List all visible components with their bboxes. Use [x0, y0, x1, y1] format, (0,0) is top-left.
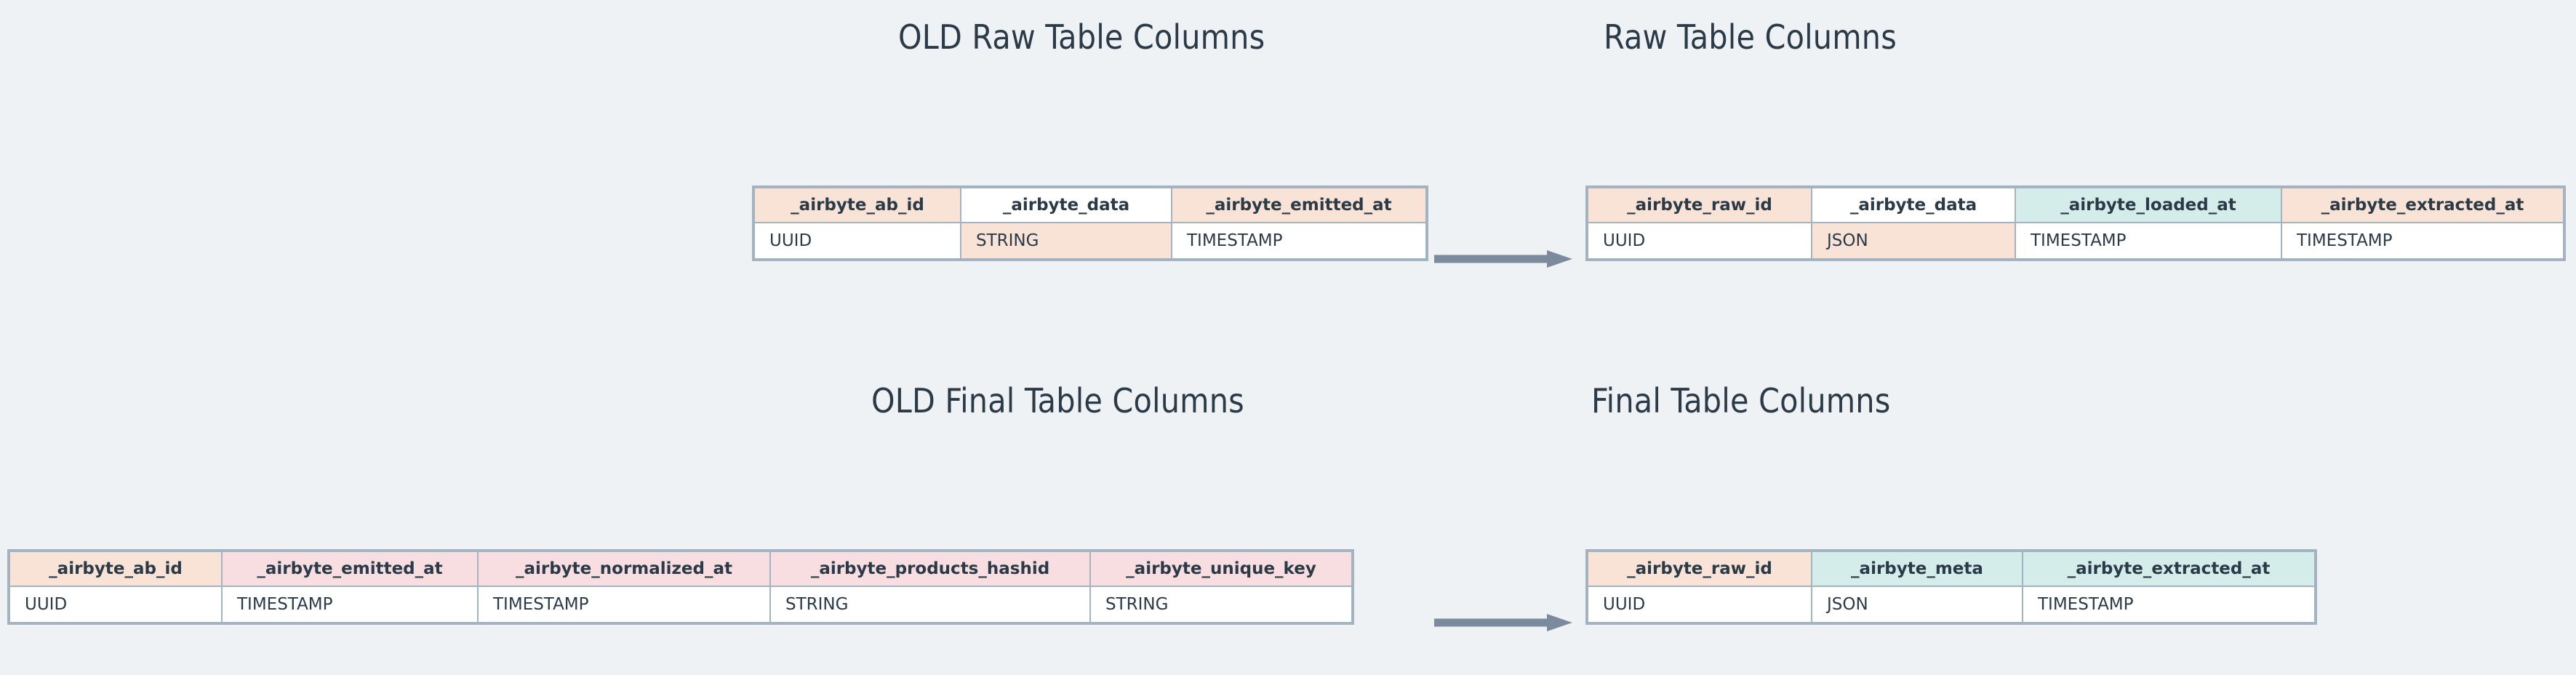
table-new-raw-type-row: UUID JSON TIMESTAMP TIMESTAMP [1588, 223, 2563, 258]
col-type-airbyte-extracted-at: TIMESTAMP [2282, 223, 2563, 258]
col-type-airbyte-ab-id: UUID [10, 587, 221, 622]
col-header-airbyte-loaded-at: _airbyte_loaded_at [2016, 188, 2281, 222]
arrow-final-migration [1434, 613, 1572, 631]
title-new-raw-table-columns: Raw Table Columns [1604, 17, 1897, 57]
title-new-final-table-columns: Final Table Columns [1591, 381, 1891, 420]
col-type-airbyte-data: STRING [961, 223, 1171, 258]
col-header-airbyte-emitted-at: _airbyte_emitted_at [223, 552, 477, 586]
col-type-airbyte-raw-id: UUID [1588, 223, 1811, 258]
col-header-airbyte-extracted-at: _airbyte_extracted_at [2282, 188, 2563, 222]
table-new-raw: _airbyte_raw_id _airbyte_data _airbyte_l… [1585, 185, 2566, 261]
col-header-airbyte-extracted-at: _airbyte_extracted_at [2023, 552, 2314, 586]
col-header-airbyte-data: _airbyte_data [1812, 188, 2015, 222]
col-type-airbyte-data: JSON [1812, 223, 2015, 258]
col-type-airbyte-emitted-at: TIMESTAMP [1172, 223, 1425, 258]
col-header-airbyte-raw-id: _airbyte_raw_id [1588, 552, 1811, 586]
table-old-final-header-row: _airbyte_ab_id _airbyte_emitted_at _airb… [10, 552, 1351, 587]
table-new-raw-header-row: _airbyte_raw_id _airbyte_data _airbyte_l… [1588, 188, 2563, 223]
col-type-airbyte-extracted-at: TIMESTAMP [2023, 587, 2314, 622]
col-type-airbyte-products-hashid: STRING [771, 587, 1089, 622]
table-old-raw: _airbyte_ab_id _airbyte_data _airbyte_em… [752, 185, 1428, 261]
col-type-airbyte-emitted-at: TIMESTAMP [223, 587, 477, 622]
table-old-raw-type-row: UUID STRING TIMESTAMP [755, 223, 1425, 258]
col-type-airbyte-meta: JSON [1812, 587, 2022, 622]
table-old-final-type-row: UUID TIMESTAMP TIMESTAMP STRING STRING [10, 587, 1351, 622]
col-header-airbyte-unique-key: _airbyte_unique_key [1091, 552, 1351, 586]
col-header-airbyte-normalized-at: _airbyte_normalized_at [479, 552, 769, 586]
col-type-airbyte-ab-id: UUID [755, 223, 960, 258]
arrow-raw-migration [1434, 249, 1572, 268]
col-header-airbyte-meta: _airbyte_meta [1812, 552, 2022, 586]
col-header-airbyte-raw-id: _airbyte_raw_id [1588, 188, 1811, 222]
table-new-final: _airbyte_raw_id _airbyte_meta _airbyte_e… [1585, 549, 2317, 625]
title-old-final-table-columns: OLD Final Table Columns [871, 381, 1244, 420]
col-type-airbyte-loaded-at: TIMESTAMP [2016, 223, 2281, 258]
table-new-final-header-row: _airbyte_raw_id _airbyte_meta _airbyte_e… [1588, 552, 2314, 587]
col-type-airbyte-normalized-at: TIMESTAMP [479, 587, 769, 622]
table-new-final-type-row: UUID JSON TIMESTAMP [1588, 587, 2314, 622]
col-header-airbyte-products-hashid: _airbyte_products_hashid [771, 552, 1089, 586]
table-old-raw-header-row: _airbyte_ab_id _airbyte_data _airbyte_em… [755, 188, 1425, 223]
col-type-airbyte-raw-id: UUID [1588, 587, 1811, 622]
col-header-airbyte-data: _airbyte_data [961, 188, 1171, 222]
table-old-final: _airbyte_ab_id _airbyte_emitted_at _airb… [7, 549, 1354, 625]
title-old-raw-table-columns: OLD Raw Table Columns [898, 17, 1265, 57]
col-header-airbyte-emitted-at: _airbyte_emitted_at [1172, 188, 1425, 222]
col-type-airbyte-unique-key: STRING [1091, 587, 1351, 622]
col-header-airbyte-ab-id: _airbyte_ab_id [10, 552, 221, 586]
col-header-airbyte-ab-id: _airbyte_ab_id [755, 188, 960, 222]
